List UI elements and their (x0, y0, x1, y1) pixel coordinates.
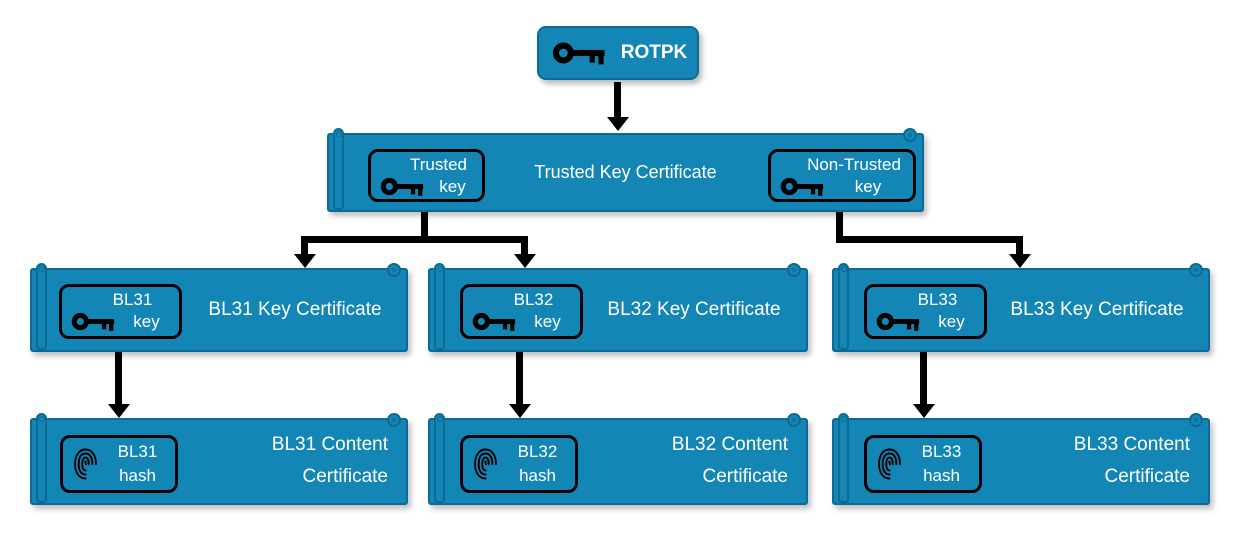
bl31-key-certificate-scroll: BL31 key BL31 Key Certificate (30, 263, 408, 352)
scroll-curl-right-icon (1189, 413, 1203, 427)
non-trusted-key-badge-label: Non-Trusted (807, 155, 901, 174)
bl31-hash-badge-label: BL31 (117, 442, 158, 462)
bl32-key-badge: BL32 key (460, 284, 583, 339)
scroll-curl-right-icon (387, 413, 401, 427)
scroll-curl-left-icon (36, 263, 47, 350)
arrow-bl31-key-to-content-line (115, 340, 122, 405)
bl33-hash-badge-sublabel: hash (923, 466, 960, 485)
bl33-key-certificate-scroll: BL33 key BL33 Key Certificate (832, 263, 1210, 352)
connector-nontrusted-key-stem (836, 200, 843, 243)
trusted-key-badge-label: Trusted (409, 155, 467, 174)
bl31-key-certificate-title: BL31 Key Certificate (208, 298, 382, 320)
bl33-hash-badge-label: BL33 (921, 442, 962, 462)
fingerprint-icon (878, 448, 901, 480)
bl32-hash-badge-sublabel: hash (519, 466, 556, 485)
scroll-curl-right-icon (787, 263, 801, 277)
bl31-key-badge-sublabel: key (133, 311, 160, 331)
arrow-bl32-key-to-content-line (516, 340, 523, 405)
rotpk-label: ROTPK (620, 42, 688, 63)
scroll-curl-right-icon (787, 413, 801, 427)
key-icon (469, 310, 521, 333)
bl31-hash-badge: BL31 hash (60, 435, 178, 493)
fingerprint-icon (474, 448, 497, 480)
non-trusted-key-badge: Non-Trusted key (768, 149, 916, 202)
key-icon (549, 39, 611, 67)
trusted-key-badge: Trusted key (368, 149, 485, 202)
bl31-key-badge: BL31 key (59, 284, 182, 339)
bl31-key-badge-label: BL31 (112, 290, 153, 309)
title-line: Certificate (1104, 466, 1190, 487)
connector-trusted-key-bar (301, 236, 528, 243)
key-icon (873, 310, 925, 333)
key-icon (377, 175, 429, 198)
bl32-key-badge-label: BL32 (513, 290, 554, 309)
connector-to-bl32-line (521, 241, 528, 256)
title-line: BL31 Content (271, 434, 388, 456)
bl32-key-certificate-title: BL32 Key Certificate (607, 298, 781, 320)
trusted-key-certificate-title: Trusted Key Certificate (534, 161, 717, 182)
connector-to-bl32-head (514, 254, 536, 268)
scroll-curl-left-icon (838, 413, 849, 503)
title-line: Certificate (702, 466, 788, 487)
bl33-key-badge-sublabel: key (938, 311, 965, 331)
title-line: BL32 Content (671, 434, 788, 456)
bl32-hash-badge-label: BL32 (517, 442, 558, 462)
bl32-key-badge-sublabel: key (534, 311, 561, 331)
connector-nontrusted-key-bar (836, 236, 1023, 243)
arrow-rotpk-to-trusted-cert-line (614, 82, 621, 118)
connector-trusted-key-stem (421, 200, 428, 243)
title-line: Certificate (302, 466, 388, 487)
bl31-hash-badge-sublabel: hash (119, 466, 156, 485)
bl33-content-certificate-title: BL33 Content Certificate (1074, 420, 1190, 503)
bl33-hash-badge: BL33 hash (864, 435, 982, 493)
scroll-curl-left-icon (36, 413, 47, 503)
connector-to-bl31-line (301, 241, 308, 256)
scroll-curl-right-icon (387, 263, 401, 277)
arrow-rotpk-to-trusted-cert-head (607, 117, 629, 131)
bl33-content-certificate-scroll: BL33 hash BL33 Content Certificate (832, 413, 1210, 505)
arrow-bl33-key-to-content-head (913, 404, 935, 418)
arrow-bl32-key-to-content-head (509, 404, 531, 418)
scroll-curl-right-icon (1189, 263, 1203, 277)
scroll-curl-left-icon (434, 413, 445, 503)
scroll-curl-left-icon (434, 263, 445, 350)
bl32-content-certificate-scroll: BL32 hash BL32 Content Certificate (428, 413, 808, 505)
scroll-curl-right-icon (903, 128, 917, 142)
bl32-hash-badge: BL32 hash (460, 435, 578, 493)
bl33-key-badge: BL33 key (864, 284, 987, 339)
arrow-bl31-key-to-content-head (108, 404, 130, 418)
bl33-key-badge-label: BL33 (917, 290, 958, 309)
connector-to-bl33-head (1009, 254, 1031, 268)
key-icon (777, 175, 829, 198)
scroll-curl-left-icon (838, 263, 849, 350)
bl32-content-certificate-title: BL32 Content Certificate (672, 420, 788, 503)
trusted-key-certificate-scroll: Trusted Key Certificate Trusted key Non-… (327, 128, 924, 212)
fingerprint-icon (74, 448, 97, 480)
key-icon (68, 310, 120, 333)
title-line: BL33 Content (1073, 434, 1190, 456)
non-trusted-key-badge-sublabel: key (854, 176, 882, 196)
bl33-key-certificate-title: BL33 Key Certificate (1010, 298, 1184, 320)
rotpk-node: ROTPK (537, 26, 699, 80)
connector-to-bl33-line (1016, 241, 1023, 256)
bl32-key-certificate-scroll: BL32 key BL32 Key Certificate (428, 263, 808, 352)
bl31-content-certificate-title: BL31 Content Certificate (272, 420, 388, 503)
bl31-content-certificate-scroll: BL31 hash BL31 Content Certificate (30, 413, 408, 505)
arrow-bl33-key-to-content-line (920, 340, 927, 405)
scroll-curl-left-icon (333, 128, 344, 210)
connector-to-bl31-head (294, 254, 316, 268)
trusted-key-badge-sublabel: key (439, 176, 466, 196)
